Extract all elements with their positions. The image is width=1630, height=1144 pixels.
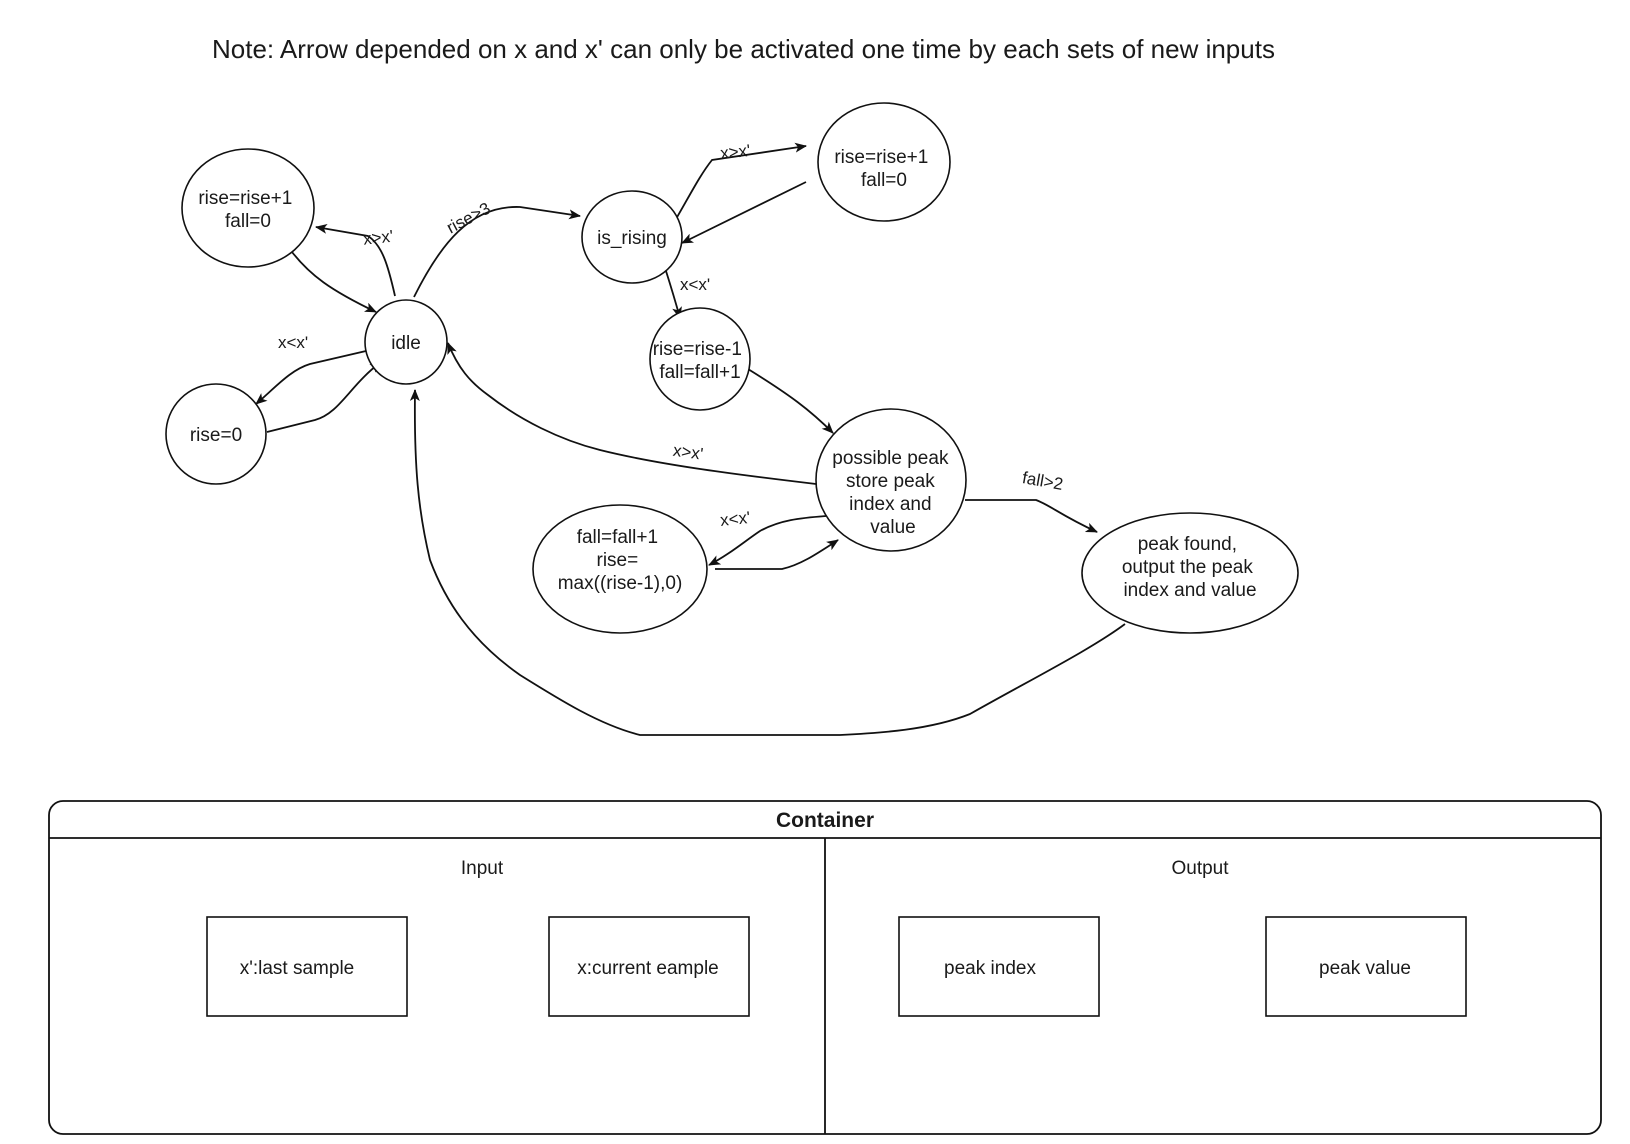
state-label: rise=rise-1 fall=fall+1 bbox=[653, 339, 748, 383]
edge-peak-to-found bbox=[965, 499, 1098, 533]
output-box-peak-index: peak index bbox=[898, 916, 1100, 1017]
state-rise-inc-right: rise=rise+1 fall=0 bbox=[817, 102, 951, 222]
edge-label-is-rising-rise-inc: x>x' bbox=[719, 141, 751, 163]
edge-label-idle-rise-inc: x>x' bbox=[362, 227, 394, 249]
state-line: index and bbox=[849, 494, 931, 515]
edge-fall-inc-to-peak bbox=[715, 539, 839, 570]
state-line: store peak bbox=[846, 471, 935, 492]
state-line: output the peak bbox=[1122, 557, 1253, 578]
box-rect bbox=[898, 916, 1100, 1017]
edge-label-rise-gt-3: rise>3 bbox=[443, 199, 493, 238]
edge-is-rising-to-rise-dec bbox=[665, 270, 682, 319]
box-rect bbox=[206, 916, 408, 1017]
edge-rise-dec-to-peak bbox=[747, 368, 834, 434]
state-line: fall=0 bbox=[861, 170, 907, 191]
edge-idle-to-rise-inc bbox=[315, 223, 396, 297]
state-line: possible peak bbox=[832, 448, 949, 469]
edge-label-peak-fall-inc: x<x' bbox=[719, 508, 751, 530]
edge-idle-to-rise-zero bbox=[255, 350, 367, 405]
output-section-title: Output bbox=[1171, 858, 1229, 879]
state-ellipse bbox=[532, 504, 708, 634]
state-ellipse bbox=[165, 383, 267, 485]
state-line: rise=rise+1 bbox=[834, 147, 928, 168]
output-section: Output peak index peak value bbox=[898, 858, 1467, 1017]
state-idle: idle bbox=[364, 299, 448, 385]
edge-rise-inc-to-is-rising bbox=[681, 181, 807, 244]
box-label: peak value bbox=[1319, 958, 1411, 979]
edge-is-rising-to-rise-inc bbox=[675, 142, 807, 220]
state-ellipse bbox=[649, 307, 751, 411]
edge-label-idle-rise-zero: x<x' bbox=[278, 333, 308, 352]
state-line: fall=fall+1 bbox=[659, 362, 740, 383]
state-line: fall=0 bbox=[225, 211, 271, 232]
edge-label-is-rising-rise-dec: x<x' bbox=[680, 275, 710, 294]
state-ellipse bbox=[364, 299, 448, 385]
state-ellipse bbox=[181, 148, 315, 268]
edge-label-fall-gt-2: fall>2 bbox=[1021, 468, 1065, 494]
state-ellipse bbox=[581, 190, 683, 284]
state-line: rise=rise-1 bbox=[653, 339, 742, 360]
state-label: possible peak store peak index and value bbox=[832, 448, 953, 538]
state-label: rise=rise+1 fall=0 bbox=[834, 147, 933, 191]
input-section: Input x':last sample x:current eample bbox=[206, 858, 750, 1017]
edge-found-to-idle bbox=[409, 389, 1126, 736]
edge-peak-to-fall-inc bbox=[708, 515, 827, 566]
state-fall-inc: fall=fall+1 rise= max((rise-1),0) bbox=[532, 504, 708, 634]
state-line: fall=fall+1 bbox=[577, 527, 658, 548]
diagram-note: Note: Arrow depended on x and x' can onl… bbox=[212, 34, 1275, 64]
state-label: rise=rise+1 fall=0 bbox=[198, 188, 297, 232]
container: Container Input x':last sample x:current… bbox=[48, 800, 1602, 1135]
state-line: index and value bbox=[1123, 580, 1256, 601]
state-label: rise=0 bbox=[190, 425, 242, 446]
box-label: peak index bbox=[944, 958, 1036, 979]
state-line: max((rise-1),0) bbox=[558, 573, 683, 594]
box-label: x:current eample bbox=[577, 958, 719, 979]
input-section-title: Input bbox=[461, 858, 504, 879]
state-rise-dec: rise=rise-1 fall=fall+1 bbox=[649, 307, 751, 411]
box-rect bbox=[1265, 916, 1467, 1017]
state-label: peak found, output the peak index and va… bbox=[1122, 534, 1258, 601]
state-ellipse bbox=[815, 408, 967, 552]
state-label: fall=fall+1 rise= max((rise-1),0) bbox=[558, 527, 683, 594]
state-label: is_rising bbox=[597, 228, 667, 249]
edge-idle-to-is-rising bbox=[413, 206, 581, 298]
box-label: x':last sample bbox=[240, 958, 355, 979]
edge-label-peak-idle: x>x' bbox=[672, 441, 705, 464]
box-rect bbox=[548, 916, 750, 1017]
state-label: idle bbox=[391, 333, 421, 354]
edges bbox=[255, 142, 1126, 736]
output-box-peak-value: peak value bbox=[1265, 916, 1467, 1017]
state-possible-peak: possible peak store peak index and value bbox=[815, 408, 967, 552]
state-line: rise=rise+1 bbox=[198, 188, 292, 209]
edge-rise-zero-to-idle bbox=[266, 361, 382, 433]
state-is-rising: is_rising bbox=[581, 190, 683, 284]
state-rise-inc-left: rise=rise+1 fall=0 bbox=[181, 148, 315, 268]
input-box-current-sample: x:current eample bbox=[548, 916, 750, 1017]
state-ellipse bbox=[1081, 512, 1299, 634]
state-ellipse bbox=[817, 102, 951, 222]
state-line: rise= bbox=[597, 550, 639, 571]
edge-peak-to-idle bbox=[447, 342, 817, 485]
state-peak-found: peak found, output the peak index and va… bbox=[1081, 512, 1299, 634]
input-box-last-sample: x':last sample bbox=[206, 916, 408, 1017]
state-rise-zero: rise=0 bbox=[165, 383, 267, 485]
state-line: peak found, bbox=[1138, 534, 1237, 555]
container-title: Container bbox=[776, 809, 874, 832]
edge-rise-inc-to-idle bbox=[291, 251, 377, 313]
state-line: value bbox=[870, 517, 915, 538]
